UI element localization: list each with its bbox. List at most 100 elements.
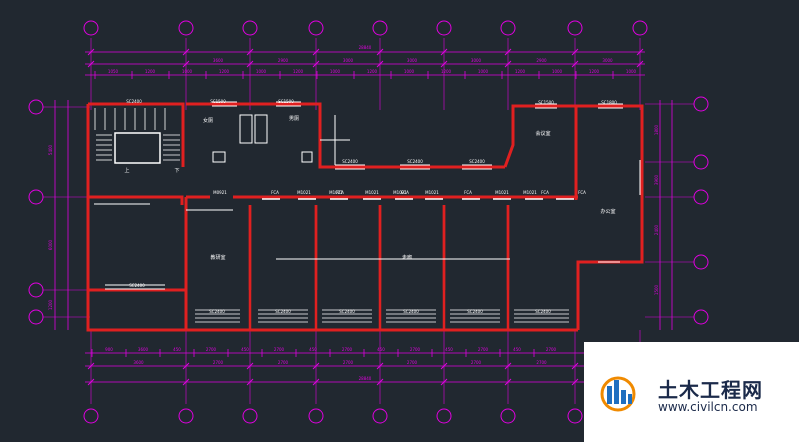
dim-bottom-row2-value: 2700 [342,347,353,352]
axis-bubble-top [500,20,516,36]
dim-right-value: 2400 [654,224,659,235]
dim-tick [246,378,254,386]
dim-tick [182,378,190,386]
axis-bubble-top [372,20,388,36]
fcx-label: FCA [541,190,549,195]
door-label: M1021 [297,190,311,195]
dim-bottom-row2-value: 450 [377,347,385,352]
dim-tick [182,362,190,370]
window-label-top: SC1500 [278,99,294,104]
dim-bottom-row1-value: 2700 [407,360,418,365]
axis-bubble-right [693,254,709,270]
dim-top-row2-value: 1200 [293,69,304,74]
door-label: M1021 [393,190,407,195]
dim-tick [571,378,579,386]
dim-top-row2-value: 1050 [108,69,119,74]
dim-top-row2-value: 1000 [626,69,637,74]
axis-bubble-bottom [372,408,388,424]
room-label: 教研室 [210,254,225,261]
dim-bottom-row1-value: 2700 [536,360,547,365]
dim-bottom-row2-value: 2700 [546,347,557,352]
dim-left-value: 1200 [48,299,53,310]
axis-bubble-bottom [567,408,583,424]
dim-top-row2-value: 1200 [219,69,230,74]
window-label-side: SC2400 [129,283,145,288]
dim-tick [571,48,579,56]
room-label: 女厕 [203,117,213,124]
dim-bottom-row2-value: 2700 [274,347,285,352]
door-label: M0921 [213,190,227,195]
dim-tick [440,378,448,386]
dim-bottom-row2-value: 2700 [410,347,421,352]
window-label-bottom: SC2400 [209,309,225,314]
dim-tick [87,60,95,68]
watermark-title: 土木工程网 [658,378,763,402]
wall-left-corridor [88,195,184,205]
dim-tick [312,378,320,386]
interior-details [94,101,641,323]
dim-right-value: 1800 [654,124,659,135]
dim-tick [87,48,95,56]
wall-toilet-block [186,102,505,169]
dim-top-row1-value: 3000 [602,58,613,63]
room-label: 走廊 [402,254,412,261]
dim-bottom-row1-value: 2700 [471,360,482,365]
dim-top-row1-value: 3000 [471,58,482,63]
dim-tick [182,60,190,68]
walls [86,102,644,332]
dim-top-row2-value: 1000 [478,69,489,74]
axis-bubble-right [693,96,709,112]
axis-bubble-right [693,189,709,205]
dim-top-row2-value: 1000 [552,69,563,74]
watermark-logo: 土木工程网 www.civilcn.com [584,342,799,442]
fcx-label: FCA [336,190,344,195]
axis-bubble-bottom [242,408,258,424]
dim-bottom-row2-value: 450 [309,347,317,352]
civilcn-logo-icon [600,376,636,412]
fcx-label: FCA [271,190,279,195]
dim-top-row1-value: 2900 [278,58,289,63]
room-label: 会议室 [535,130,550,137]
dim-tick [636,48,644,56]
dim-tick [312,362,320,370]
dim-tick [504,48,512,56]
fcx-label: FCA [578,190,586,195]
dim-tick [504,378,512,386]
dim-left-value: 5400 [48,144,53,155]
axis-bubble-top [632,20,648,36]
wall-top-left-block [88,102,185,167]
axis-bubble-bottom [500,408,516,424]
window-label-top: SC1500 [538,100,554,105]
dim-tick [246,362,254,370]
wall-right-room [576,104,644,330]
dim-right-value: 1500 [654,284,659,295]
dim-right-value: 3900 [654,174,659,185]
door-label: M1021 [425,190,439,195]
dim-top-row1-value: 3600 [213,58,224,63]
window-label-mid: SC2400 [342,159,358,164]
dim-bottom-row2-value: 450 [173,347,181,352]
wall-left-outer [86,104,186,332]
dim-tick [440,60,448,68]
window-label-mid: SC2400 [407,159,423,164]
dim-tick [376,378,384,386]
dim-tick [571,362,579,370]
window-label-top: SC1500 [210,99,226,104]
dim-tick [376,362,384,370]
dim-top-row1-value: 3000 [343,58,354,63]
dim-tick [636,60,644,68]
dim-tick [376,60,384,68]
wall-meeting-room [503,104,578,168]
window-label-mid: SC2400 [469,159,485,164]
dim-bottom-row2-value: 450 [445,347,453,352]
axis-bubble-top [242,20,258,36]
dim-top-row2-value: 1000 [256,69,267,74]
stair-well [114,132,161,164]
dim-tick [312,48,320,56]
window-label-bottom: SC2400 [339,309,355,314]
dim-tick [87,362,95,370]
dim-tick [246,48,254,56]
dim-tick [182,48,190,56]
dim-tick [440,48,448,56]
